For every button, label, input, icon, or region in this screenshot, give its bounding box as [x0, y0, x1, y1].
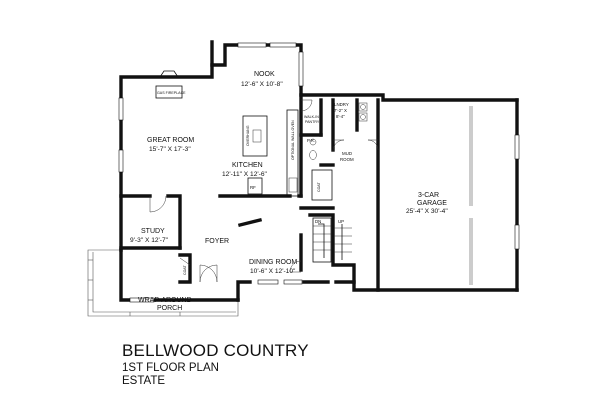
- laundry-dims-1: 7'-2" X: [334, 108, 347, 113]
- powder-room-name: P.R.: [307, 138, 315, 143]
- kitchen-dims: 12'-11" X 12'-6": [222, 171, 267, 178]
- coat-closet-foyer-label: COAT: [183, 264, 187, 275]
- garage-name-2: GARAGE: [417, 200, 447, 207]
- powder-room-fixtures: [309, 138, 317, 160]
- overhang-label: OVERHANG: [246, 125, 250, 146]
- refrigerator-label: RF: [250, 185, 256, 190]
- study-name: STUDY: [141, 228, 165, 235]
- great-room-dims: 15'-7" X 17'-3": [149, 146, 191, 153]
- floor-plan-drawing: GAS FIREPLACE OVERHANG OPTIONAL WALL OVE…: [87, 40, 520, 317]
- plan-title: BELLWOOD COUNTRY: [122, 341, 309, 360]
- kitchen-counters: OPTIONAL WALL OVEN RF: [247, 109, 299, 197]
- nook-name: NOOK: [254, 71, 275, 78]
- walkin-pantry-name-2: PANTRY: [305, 120, 320, 124]
- mud-room-name-1: MUD: [342, 151, 352, 156]
- kitchen-island: OVERHANG: [242, 115, 268, 157]
- wrap-around-porch: [87, 249, 239, 317]
- interior-walls: [119, 93, 380, 292]
- laundry-name: LNDRY: [334, 102, 349, 107]
- gas-fireplace-label: GAS FIREPLACE: [157, 91, 186, 95]
- garage-dims: 25'-4" X 30'-4": [406, 208, 448, 215]
- room-labels: NOOK 12'-6" X 10'-8" GREAT ROOM 15'-7" X…: [130, 71, 448, 312]
- windows: [118, 42, 520, 303]
- garage-doors: [469, 106, 473, 285]
- great-room-name: GREAT ROOM: [147, 137, 194, 144]
- exterior-walls: [119, 40, 519, 302]
- stairs: [312, 217, 352, 263]
- coat-closets: COAT COAT: [183, 169, 333, 275]
- laundry-fixtures: [358, 102, 368, 122]
- doors: [149, 99, 379, 283]
- nook-dims: 12'-6" X 10'-8": [241, 81, 283, 88]
- dining-room-dims: 10'-6" X 12'-10": [250, 268, 296, 275]
- gas-fireplace: GAS FIREPLACE: [155, 70, 186, 99]
- mud-room-name-2: ROOM: [340, 157, 354, 162]
- porch-name-1: WRAP-AROUND: [138, 297, 192, 304]
- dining-room-name: DINING ROOM: [249, 259, 297, 266]
- plan-subtitle: 1ST FLOOR PLAN: [122, 362, 219, 374]
- stairs-up-label: UP: [338, 219, 344, 224]
- coat-closet-mudroom-label: COAT: [317, 181, 321, 192]
- kitchen-name: KITCHEN: [232, 162, 263, 169]
- porch-name-2: PORCH: [157, 305, 182, 312]
- walkin-pantry-name-1: WALK-IN: [304, 115, 319, 119]
- laundry-dims-2: 8'-4": [336, 114, 345, 119]
- garage-name-1: 3-CAR: [418, 192, 439, 199]
- stairs-down-label: DN: [315, 219, 321, 224]
- plan-edition: ESTATE: [122, 375, 166, 387]
- study-dims: 9'-3" X 12'-7": [130, 237, 169, 244]
- wall-oven-label: OPTIONAL WALL OVEN: [291, 120, 295, 160]
- foyer-name: FOYER: [205, 238, 229, 245]
